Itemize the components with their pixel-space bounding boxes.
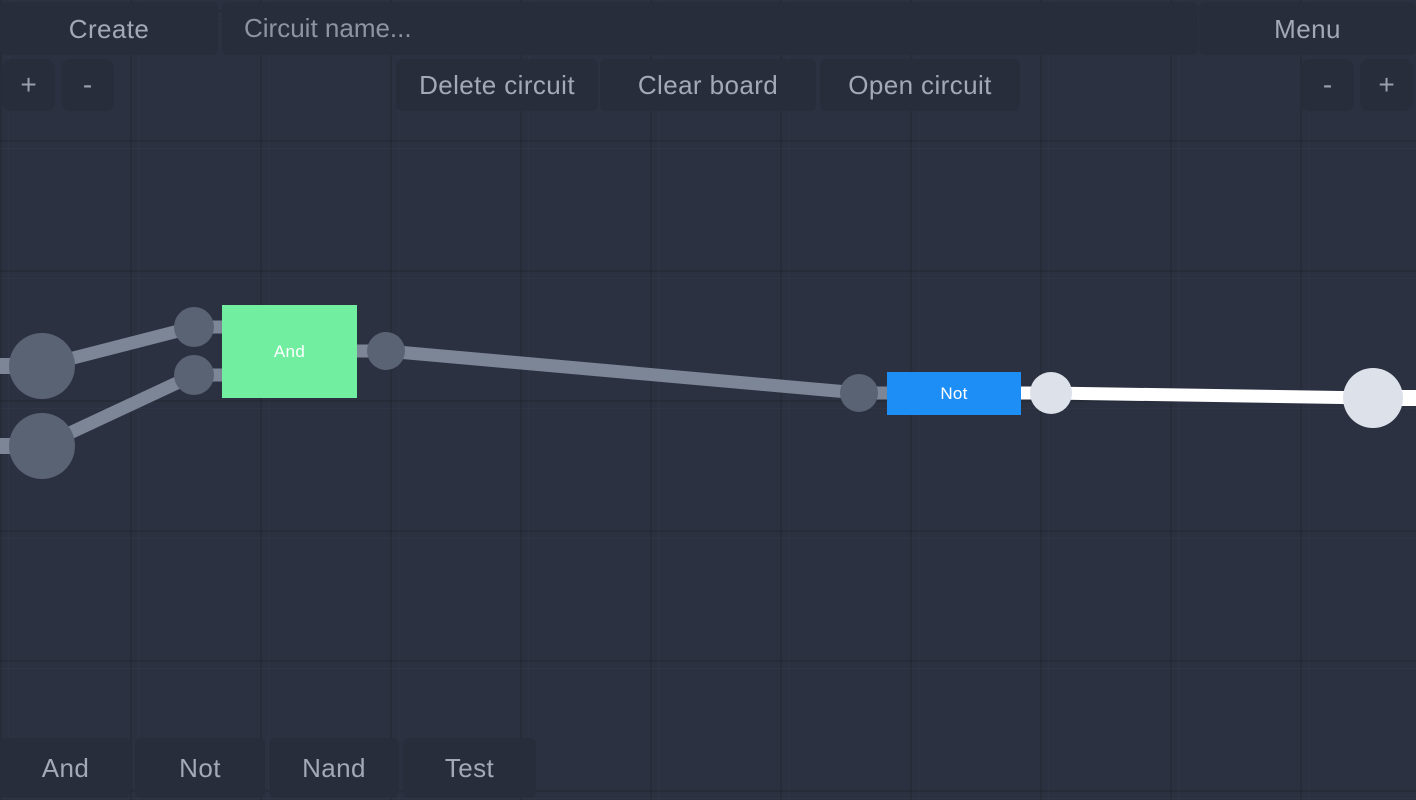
open-circuit-button[interactable]: Open circuit	[820, 59, 1020, 111]
circuit-node-not-output[interactable]	[1030, 372, 1072, 414]
circuit-node-not-input[interactable]	[840, 374, 878, 412]
circuit-node-input-a[interactable]	[9, 333, 75, 399]
circuit-node-and-input-top[interactable]	[174, 307, 214, 347]
zoom-in-left-button[interactable]: +	[2, 59, 55, 111]
wire[interactable]	[385, 344, 860, 400]
gate-palette-and[interactable]: And	[0, 738, 131, 798]
wire[interactable]	[1050, 386, 1374, 405]
circuit-node-input-b[interactable]	[9, 413, 75, 479]
gate-palette-not[interactable]: Not	[135, 738, 265, 798]
delete-circuit-button[interactable]: Delete circuit	[396, 59, 598, 111]
menu-button[interactable]: Menu	[1199, 2, 1416, 55]
gate-palette-nand[interactable]: Nand	[269, 738, 399, 798]
gate-not-gate[interactable]: Not	[887, 372, 1021, 415]
create-button[interactable]: Create	[0, 2, 218, 55]
circuit-node-and-input-bot[interactable]	[174, 355, 214, 395]
zoom-out-right-button[interactable]: -	[1301, 59, 1354, 111]
gate-palette-test[interactable]: Test	[403, 738, 536, 798]
circuit-node-output-final[interactable]	[1343, 368, 1403, 428]
clear-board-button[interactable]: Clear board	[600, 59, 816, 111]
circuit-name-input[interactable]	[222, 2, 1198, 55]
zoom-out-left-button[interactable]: -	[61, 59, 114, 111]
gate-and-gate[interactable]: And	[222, 305, 357, 398]
circuit-node-and-output[interactable]	[367, 332, 405, 370]
zoom-in-right-button[interactable]: +	[1360, 59, 1413, 111]
